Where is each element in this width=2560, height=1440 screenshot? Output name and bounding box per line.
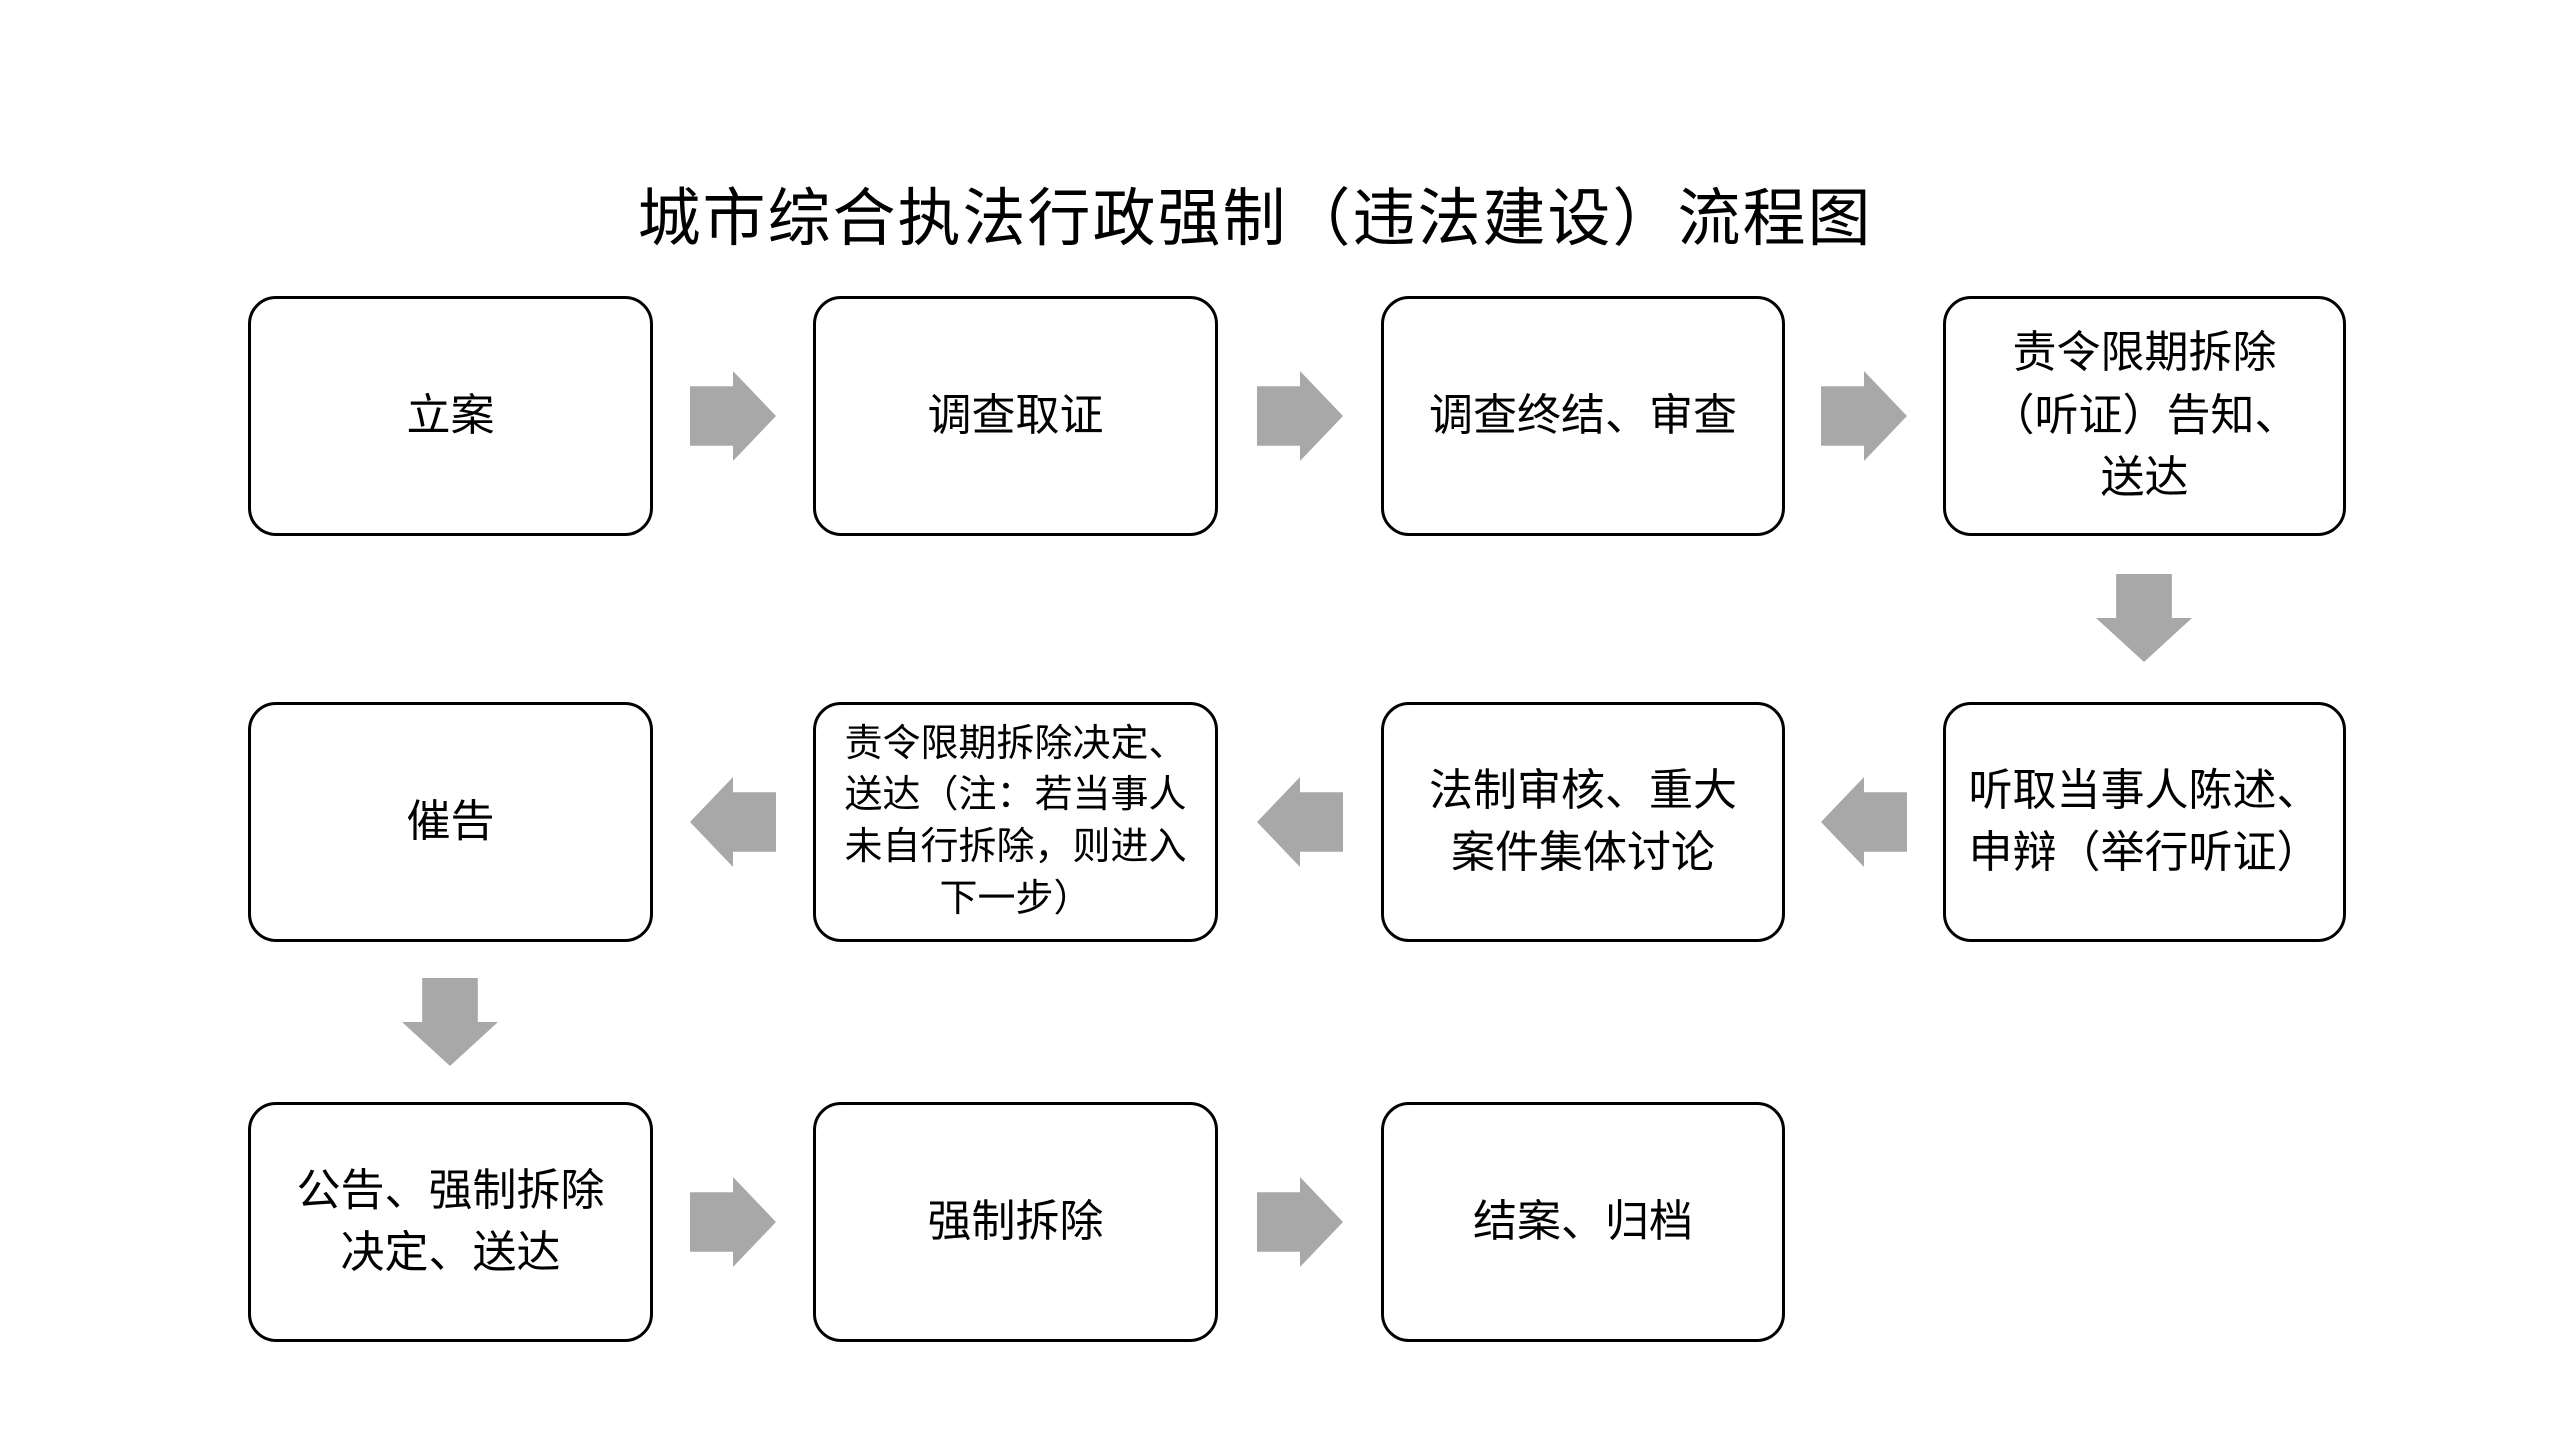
node-investigation-evidence: 调查取证 xyxy=(813,296,1218,536)
node-legal-review: 法制审核、重大 案件集体讨论 xyxy=(1381,702,1785,942)
node-case-filing: 立案 xyxy=(248,296,653,536)
node-case-closure-archive: 结案、归档 xyxy=(1381,1102,1785,1342)
node-forced-demolition: 强制拆除 xyxy=(813,1102,1218,1342)
node-hear-statements: 听取当事人陈述、 申辩（举行听证） xyxy=(1943,702,2346,942)
arrow-right-icon xyxy=(1821,371,1907,461)
node-announcement-decision-service: 公告、强制拆除 决定、送达 xyxy=(248,1102,653,1342)
arrow-right-icon xyxy=(690,1177,776,1267)
arrow-left-icon xyxy=(1821,777,1907,867)
node-demolition-decision-service: 责令限期拆除决定、 送达（注：若当事人 未自行拆除，则进入 下一步） xyxy=(813,702,1218,942)
node-investigation-conclusion: 调查终结、审查 xyxy=(1381,296,1785,536)
arrow-right-icon xyxy=(1257,371,1343,461)
arrow-left-icon xyxy=(690,777,776,867)
node-order-demolition-notice: 责令限期拆除 （听证）告知、 送达 xyxy=(1943,296,2346,536)
arrow-right-icon xyxy=(690,371,776,461)
node-reminder: 催告 xyxy=(248,702,653,942)
arrow-down-icon xyxy=(402,978,498,1066)
arrow-left-icon xyxy=(1257,777,1343,867)
arrow-right-icon xyxy=(1257,1177,1343,1267)
arrow-down-icon xyxy=(2096,574,2192,662)
page-title: 城市综合执法行政强制（违法建设）流程图 xyxy=(637,184,1873,254)
